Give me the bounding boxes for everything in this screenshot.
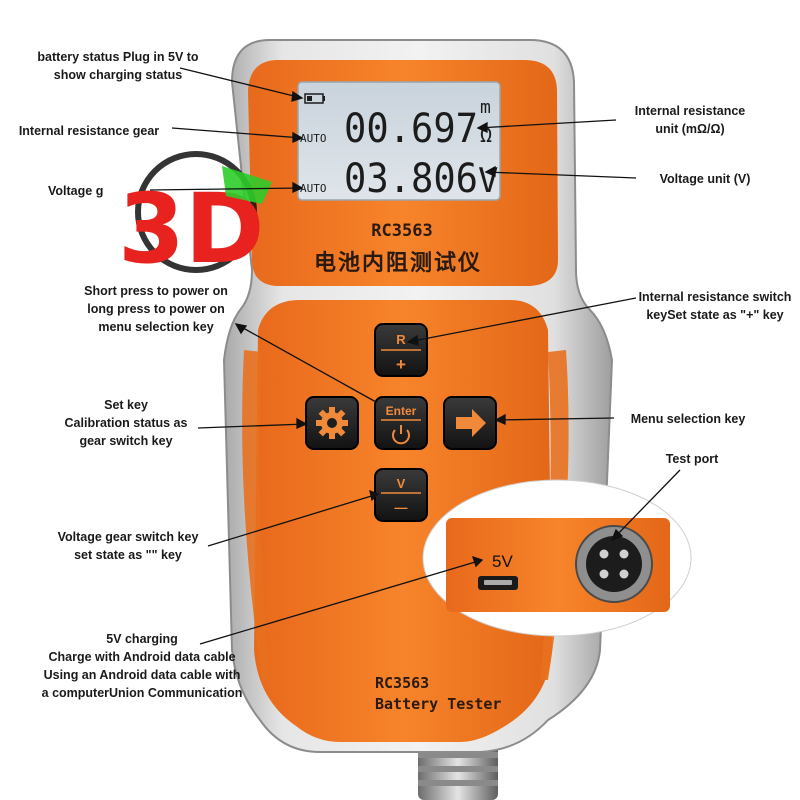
annotation-resistance-unit: Internal resistance unit (mΩ/Ω) xyxy=(634,104,746,136)
enter-power-key[interactable]: Enter xyxy=(374,396,428,450)
r-plus-key[interactable]: R + xyxy=(374,323,428,377)
lcd-resistance-unit-top: m xyxy=(480,97,491,118)
menu-arrow-key[interactable] xyxy=(443,396,497,450)
annotation-voltage-switch: Voltage gear switch key set state as "" … xyxy=(57,530,199,562)
gear-icon xyxy=(316,407,348,439)
annotation-arrows xyxy=(149,67,681,645)
annotation-test-port: Test port xyxy=(665,452,719,466)
model-label-bottom: RC3563 xyxy=(375,674,429,692)
product-name-label: Battery Tester xyxy=(375,695,501,713)
settings-key[interactable] xyxy=(305,396,359,450)
annotation-battery-status: battery status Plug in 5V to show chargi… xyxy=(37,50,199,82)
battery-icon xyxy=(304,93,325,104)
lcd-resistance-value: 00.697 xyxy=(344,106,478,152)
r-key-label: R xyxy=(396,332,406,347)
annotation-resistance-gear: Internal resistance gear xyxy=(18,124,160,138)
lcd-voltage-mode: AUTO xyxy=(300,182,327,195)
left-grip xyxy=(242,350,270,680)
annotation-power-key: Short press to power on long press to po… xyxy=(84,284,228,334)
enter-key-label: Enter xyxy=(386,404,417,418)
annotation-set-key: Set key Calibration status as gear switc… xyxy=(64,398,188,448)
bottom-connector xyxy=(418,740,498,800)
usb-port-icon xyxy=(478,576,518,590)
chinese-product-name: 电池内阻测试仪 xyxy=(314,251,482,276)
arrow-right-icon xyxy=(456,409,486,437)
annotation-resistance-switch: Internal resistance switch keySet state … xyxy=(638,290,792,322)
annotation-voltage-gear: Voltage g xyxy=(48,184,104,198)
usb-port-label: 5V xyxy=(492,552,513,571)
model-label-top: RC3563 xyxy=(371,221,432,241)
plus-key-label: + xyxy=(396,355,406,374)
power-icon xyxy=(392,425,410,445)
lcd-voltage-value: 03.806 xyxy=(344,156,478,202)
v-key-label: V xyxy=(397,476,406,491)
test-port-connector xyxy=(575,525,653,603)
annotation-charging: 5V charging Charge with Android data cab… xyxy=(41,632,243,700)
annotation-voltage-unit: Voltage unit (V) xyxy=(659,172,751,186)
lcd-resistance-mode: AUTO xyxy=(300,132,327,145)
lcd-screen xyxy=(297,81,501,201)
brand-watermark: 3D xyxy=(118,151,272,285)
v-minus-key[interactable]: V — xyxy=(374,468,428,522)
minus-key-label: — xyxy=(395,500,408,515)
port-inset: 5V xyxy=(422,479,692,637)
annotation-menu-key: Menu selection key xyxy=(630,412,746,426)
